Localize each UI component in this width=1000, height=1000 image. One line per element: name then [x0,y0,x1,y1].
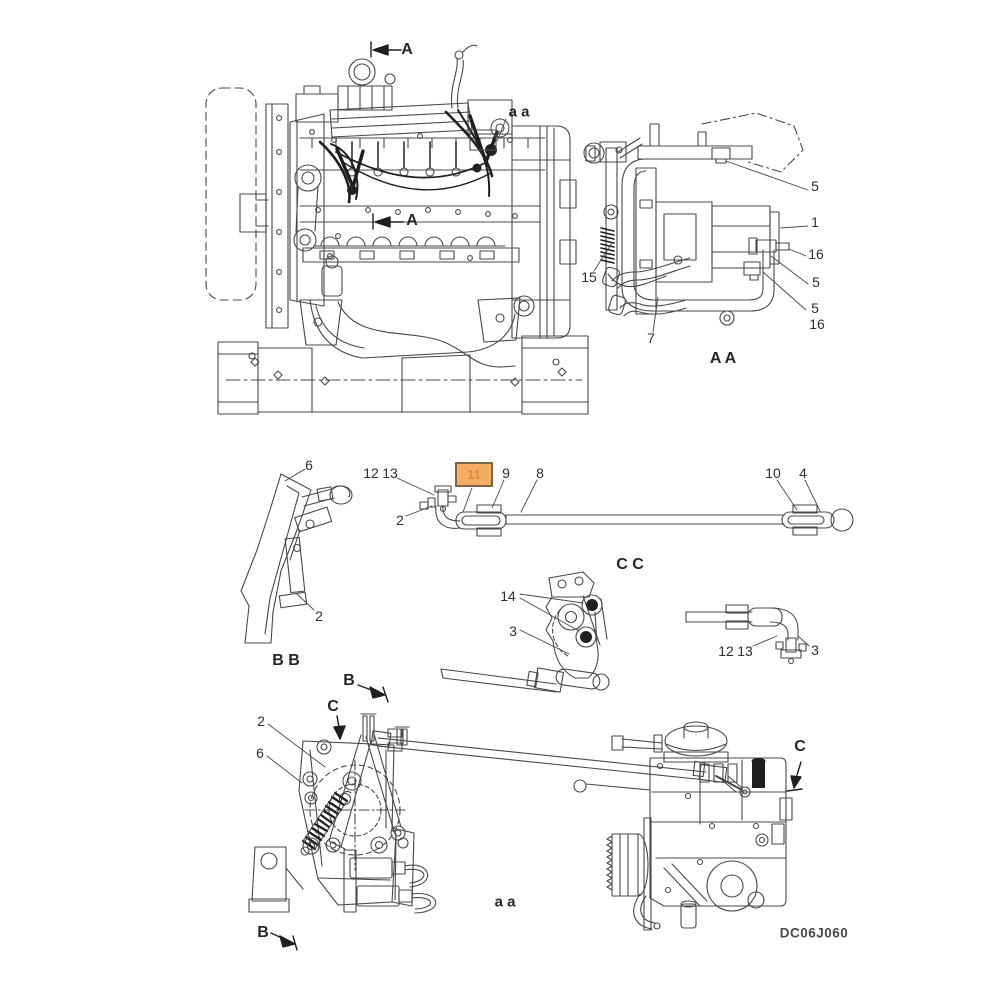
callout-3-cc[interactable]: 3 [509,623,517,639]
highlighted-callout-11[interactable]: 11 [455,462,493,487]
callout-2-bb[interactable]: 2 [315,608,323,624]
callout-5-aa-mid[interactable]: 5 [812,274,820,290]
callout-1-aa[interactable]: 1 [811,214,819,230]
detail-view-cc-drawing [440,571,610,693]
return-spring-coil [301,791,349,851]
callout-12-rod[interactable]: 12 [363,465,379,481]
section-arrow-c-left-label: C [327,698,339,715]
section-arrow-b-bottom-label: B [257,924,269,941]
callout-leader-lines [266,118,821,784]
callout-2-bottom[interactable]: 2 [257,713,265,729]
callout-15-aa[interactable]: 15 [581,269,597,285]
callout-8-rod[interactable]: 8 [536,465,544,481]
view-title-aa: A A [709,350,737,367]
callout-2-rod[interactable]: 2 [396,512,404,528]
injection-pump-drawing [573,721,793,931]
section-arrow-a-top-label: A [401,41,413,58]
callout-16-aa-bottom[interactable]: 16 [809,316,825,332]
callout-9-rod[interactable]: 9 [502,465,510,481]
section-arrow-b-top-label: B [343,672,355,689]
view-title-cc: C C [616,556,644,573]
callout-13-rod[interactable]: 13 [382,465,398,481]
callout-10-rod[interactable]: 10 [765,465,781,481]
detail-view-aa-drawing [583,112,804,326]
control-rod-drawing [419,485,854,537]
callout-4-rod[interactable]: 4 [799,465,807,481]
detail-view-bb-drawing [240,473,353,644]
highlighted-callout-11-label: 11 [467,467,481,482]
drawing-code: DC06J060 [779,925,849,941]
callout-7-aa[interactable]: 7 [647,330,655,346]
callout-6-bb[interactable]: 6 [305,457,313,473]
view-title-bb: B B [272,652,300,669]
callout-16-aa-top[interactable]: 16 [808,246,824,262]
callout-3-rod-end[interactable]: 3 [811,642,819,658]
governor-bracket-assembly-drawing [248,713,743,914]
wiring-harness-dark-lines [318,109,499,204]
section-arrow-a-mid-label: A [406,212,418,229]
rod-end-part-drawing [685,604,807,665]
callout-13-rod-end[interactable]: 13 [737,643,753,659]
engine-side-view-drawing [205,44,589,415]
callout-5-aa-bottom[interactable]: 5 [811,300,819,316]
section-arrow-c-right-label: C [794,738,806,755]
callout-6-bottom[interactable]: 6 [256,745,264,761]
view-title-aa-bottom: a a [494,893,516,911]
section-view-arrows [270,41,803,951]
engine-aa-callout-label: a a [508,103,530,121]
callout-14-cc[interactable]: 14 [500,588,516,604]
callout-5-aa-top[interactable]: 5 [811,178,819,194]
callout-12-rod-end[interactable]: 12 [718,643,734,659]
